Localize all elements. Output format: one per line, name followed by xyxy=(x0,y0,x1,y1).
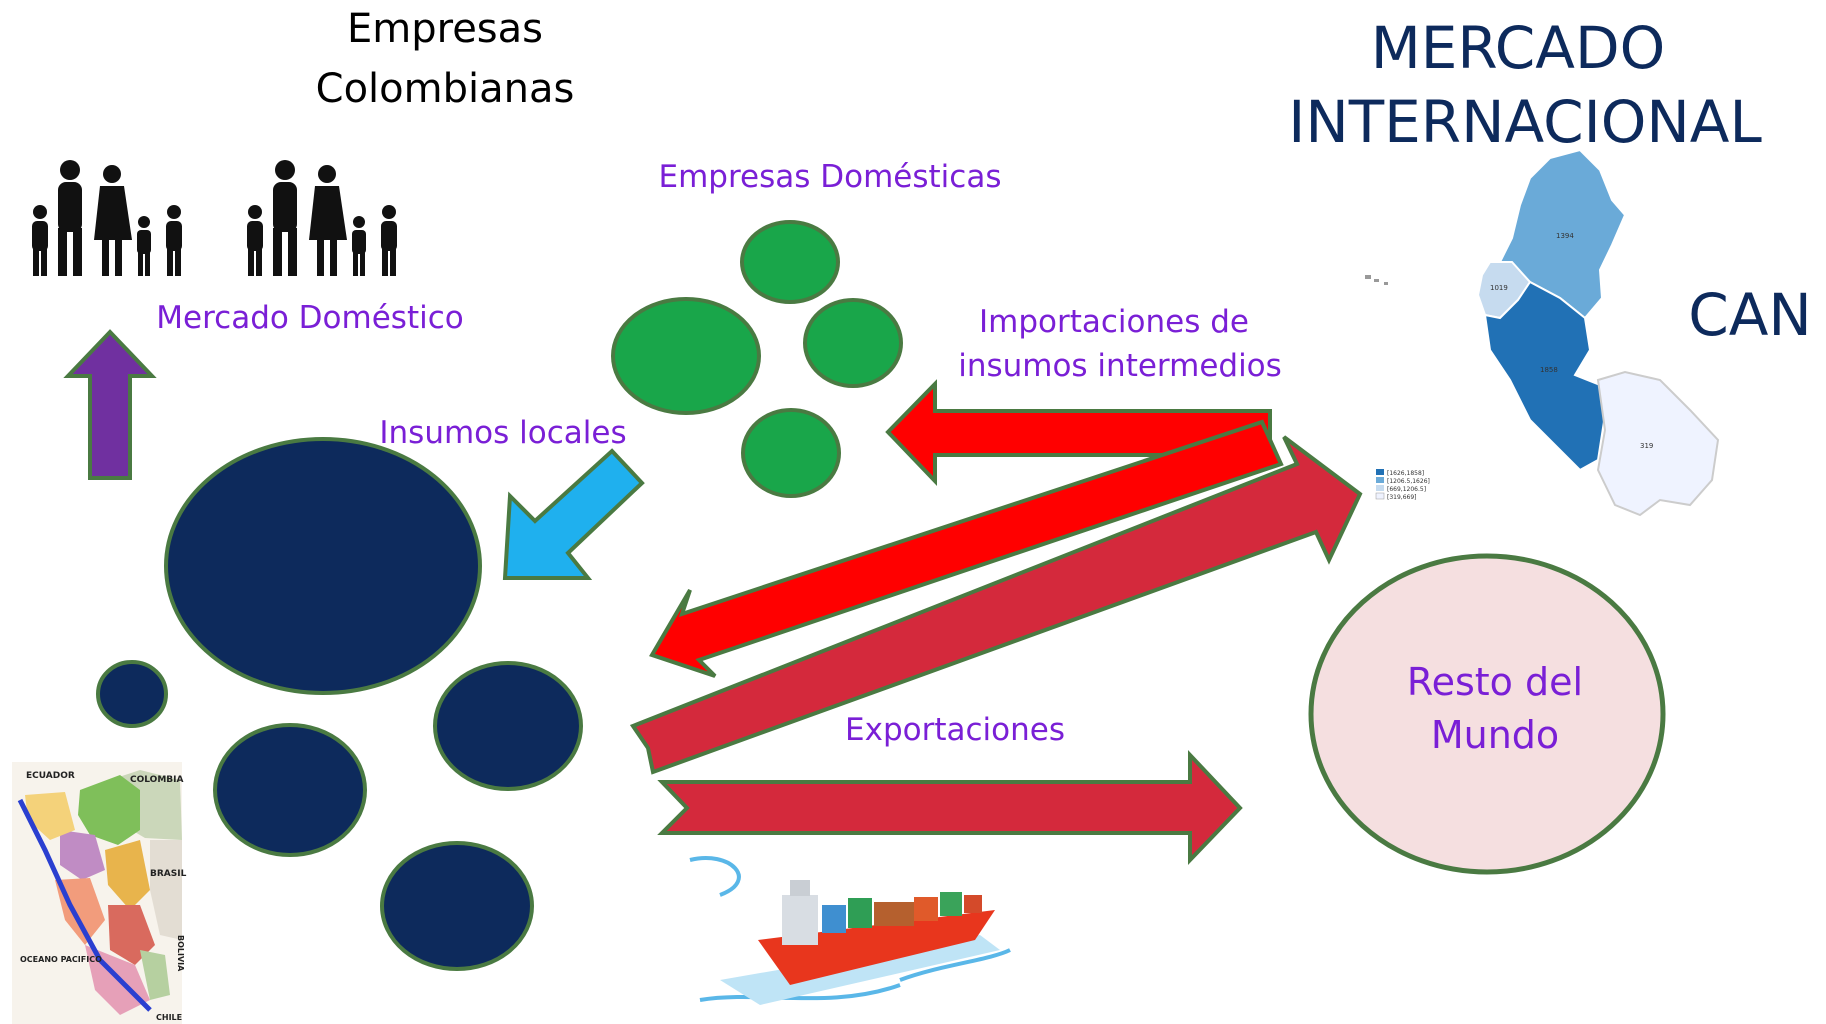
map-label-chile: CHILE xyxy=(156,1013,182,1022)
map-label-ecuador: ECUADOR xyxy=(26,771,75,781)
green-firm-circle xyxy=(741,408,841,498)
domestic-firms-cluster xyxy=(611,220,903,498)
colombian-firms-cluster xyxy=(96,437,583,971)
title-line2: Colombianas xyxy=(316,66,575,112)
map-region-cusco xyxy=(108,905,155,965)
title-line1: Empresas xyxy=(347,6,543,52)
map-neighbor-brasil xyxy=(150,840,182,940)
resto-del-mundo-circle xyxy=(1308,553,1666,875)
up-arrow-purple xyxy=(63,329,157,480)
map-value-bolivia: 319 xyxy=(1640,442,1653,450)
map-region-north xyxy=(25,792,75,840)
insumos-locales-label: Insumos locales xyxy=(379,415,626,451)
ship-hull xyxy=(758,910,995,985)
legend-item: [669,1206.5] xyxy=(1387,486,1426,493)
legend-item: [1626,1858] xyxy=(1387,470,1424,477)
can-choropleth-map xyxy=(1365,148,1720,517)
navy-firm-circle xyxy=(213,723,367,857)
navy-firm-circle xyxy=(380,841,534,971)
mercado-internacional-line2: INTERNACIONAL xyxy=(1288,88,1762,156)
importaciones-label-line2: insumos intermedios xyxy=(958,348,1282,384)
ship-water-splash xyxy=(689,856,1011,1002)
map-coastline xyxy=(17,798,152,1012)
empresas-domesticas-label: Empresas Domésticas xyxy=(659,159,1002,195)
map-region-puno xyxy=(140,950,170,1000)
legend-item: [319,669] xyxy=(1387,494,1417,501)
family-silhouette-icon-left xyxy=(32,160,182,276)
export-arrow-to-can xyxy=(629,435,1363,775)
cargo-ship-illustration xyxy=(689,856,1011,1005)
ship-container xyxy=(874,902,914,926)
map-region-bolivia xyxy=(1596,370,1720,517)
ship-container xyxy=(940,892,962,916)
insumos-locales-arrow xyxy=(502,448,645,580)
map-region-san-martin xyxy=(60,830,105,880)
legend-item: [1206.5,1626] xyxy=(1387,478,1430,485)
exportaciones-label: Exportaciones xyxy=(845,712,1065,748)
mercado-domestico-label: Mercado Doméstico xyxy=(156,300,463,336)
green-firm-circle xyxy=(803,298,903,388)
green-firm-circle xyxy=(740,220,840,304)
resto-del-mundo-label-line1: Resto del xyxy=(1407,660,1583,704)
can-map-values: 1394 1019 1858 319 xyxy=(1490,232,1653,450)
importaciones-label-line1: Importaciones de xyxy=(979,304,1249,340)
mercado-internacional-line1: MERCADO xyxy=(1371,14,1666,82)
import-arrow-to-colombian xyxy=(649,419,1284,678)
green-firm-circle xyxy=(611,297,761,415)
map-label-oceano-pacifico: OCEANO PACIFICO xyxy=(20,955,102,964)
ship-container xyxy=(822,905,846,933)
family-silhouette-icon-right xyxy=(247,160,397,276)
map-value-peru: 1858 xyxy=(1540,366,1558,374)
map-label-bolivia: BOLIVIA xyxy=(176,935,185,972)
map-label-colombia: COLOMBIA xyxy=(130,775,183,785)
map-value-colombia: 1394 xyxy=(1556,232,1574,240)
ship-water xyxy=(720,935,1000,1005)
resto-del-mundo-label-line2: Mundo xyxy=(1431,713,1559,757)
navy-firm-circle xyxy=(96,660,168,728)
ship-container xyxy=(964,895,982,913)
ship-container xyxy=(848,898,872,928)
can-label: CAN xyxy=(1688,281,1812,349)
map-region-loreto xyxy=(78,775,140,845)
map-label-brasil: BRASIL xyxy=(150,869,187,879)
map-value-ecuador: 1019 xyxy=(1490,284,1508,292)
export-arrow-to-world xyxy=(657,749,1243,865)
ship-container xyxy=(914,897,938,921)
navy-firm-circle xyxy=(433,661,583,791)
navy-firm-circle-large xyxy=(164,437,482,695)
map-region-ucayali xyxy=(105,840,150,910)
peru-political-map: ECUADOR COLOMBIA BRASIL OCEANO PACIFICO … xyxy=(12,762,187,1024)
ship-bridge xyxy=(782,895,818,945)
can-map-legend: [1626,1858] [1206.5,1626] [669,1206.5] [… xyxy=(1375,469,1430,501)
import-arrow-to-domestic xyxy=(885,379,1272,486)
